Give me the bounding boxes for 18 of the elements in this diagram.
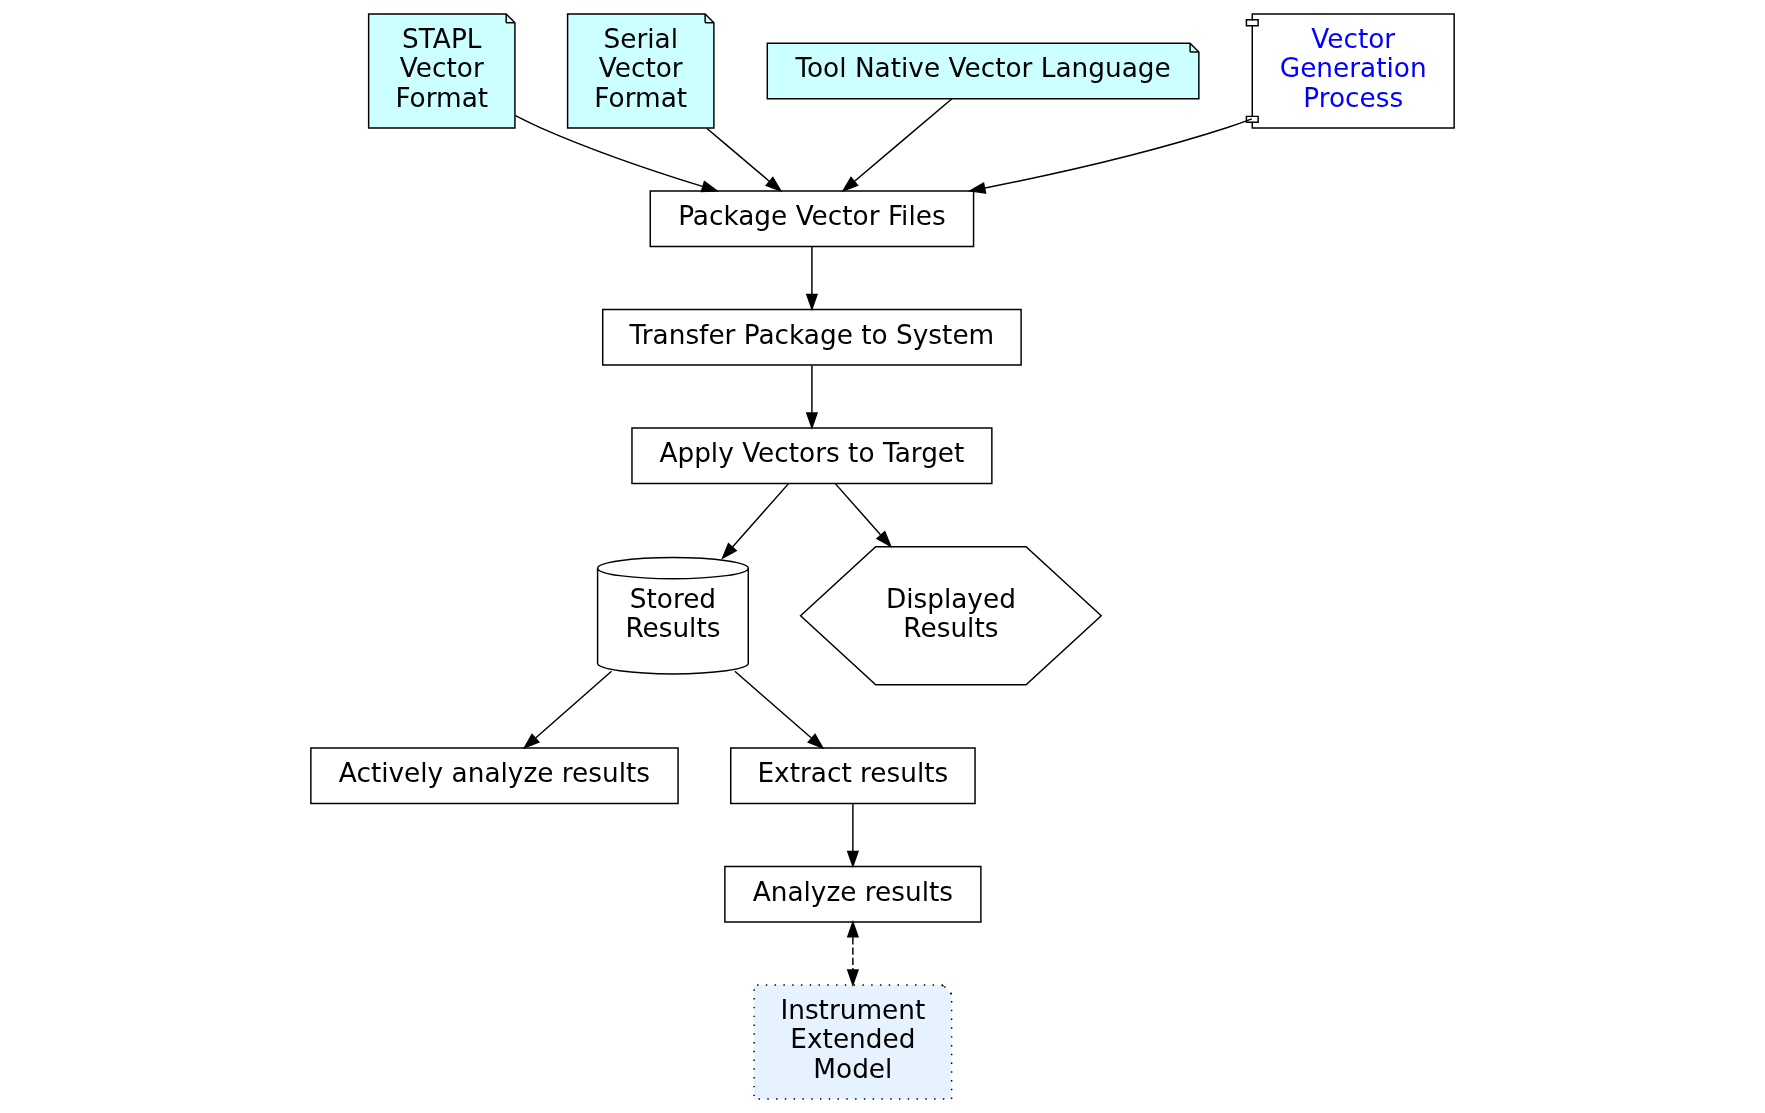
arrow	[721, 483, 790, 560]
node-box: Apply Vectors to Target	[631, 427, 993, 485]
arrow	[841, 98, 953, 193]
arrow	[968, 118, 1253, 194]
arrow	[846, 803, 860, 869]
node-box: Actively analyze results	[310, 747, 679, 805]
arrow	[706, 127, 783, 193]
arrow	[514, 114, 720, 193]
node-box: Extract results	[730, 747, 976, 805]
node-box: Transfer Package to System	[602, 308, 1022, 366]
node-box: Package Vector Files	[649, 190, 975, 248]
arrow	[734, 670, 825, 750]
arrow	[846, 920, 860, 987]
arrow	[805, 364, 819, 430]
node-box: Analyze results	[724, 865, 982, 923]
arrow	[522, 670, 613, 750]
arrow	[834, 483, 893, 548]
arrow	[805, 246, 819, 312]
